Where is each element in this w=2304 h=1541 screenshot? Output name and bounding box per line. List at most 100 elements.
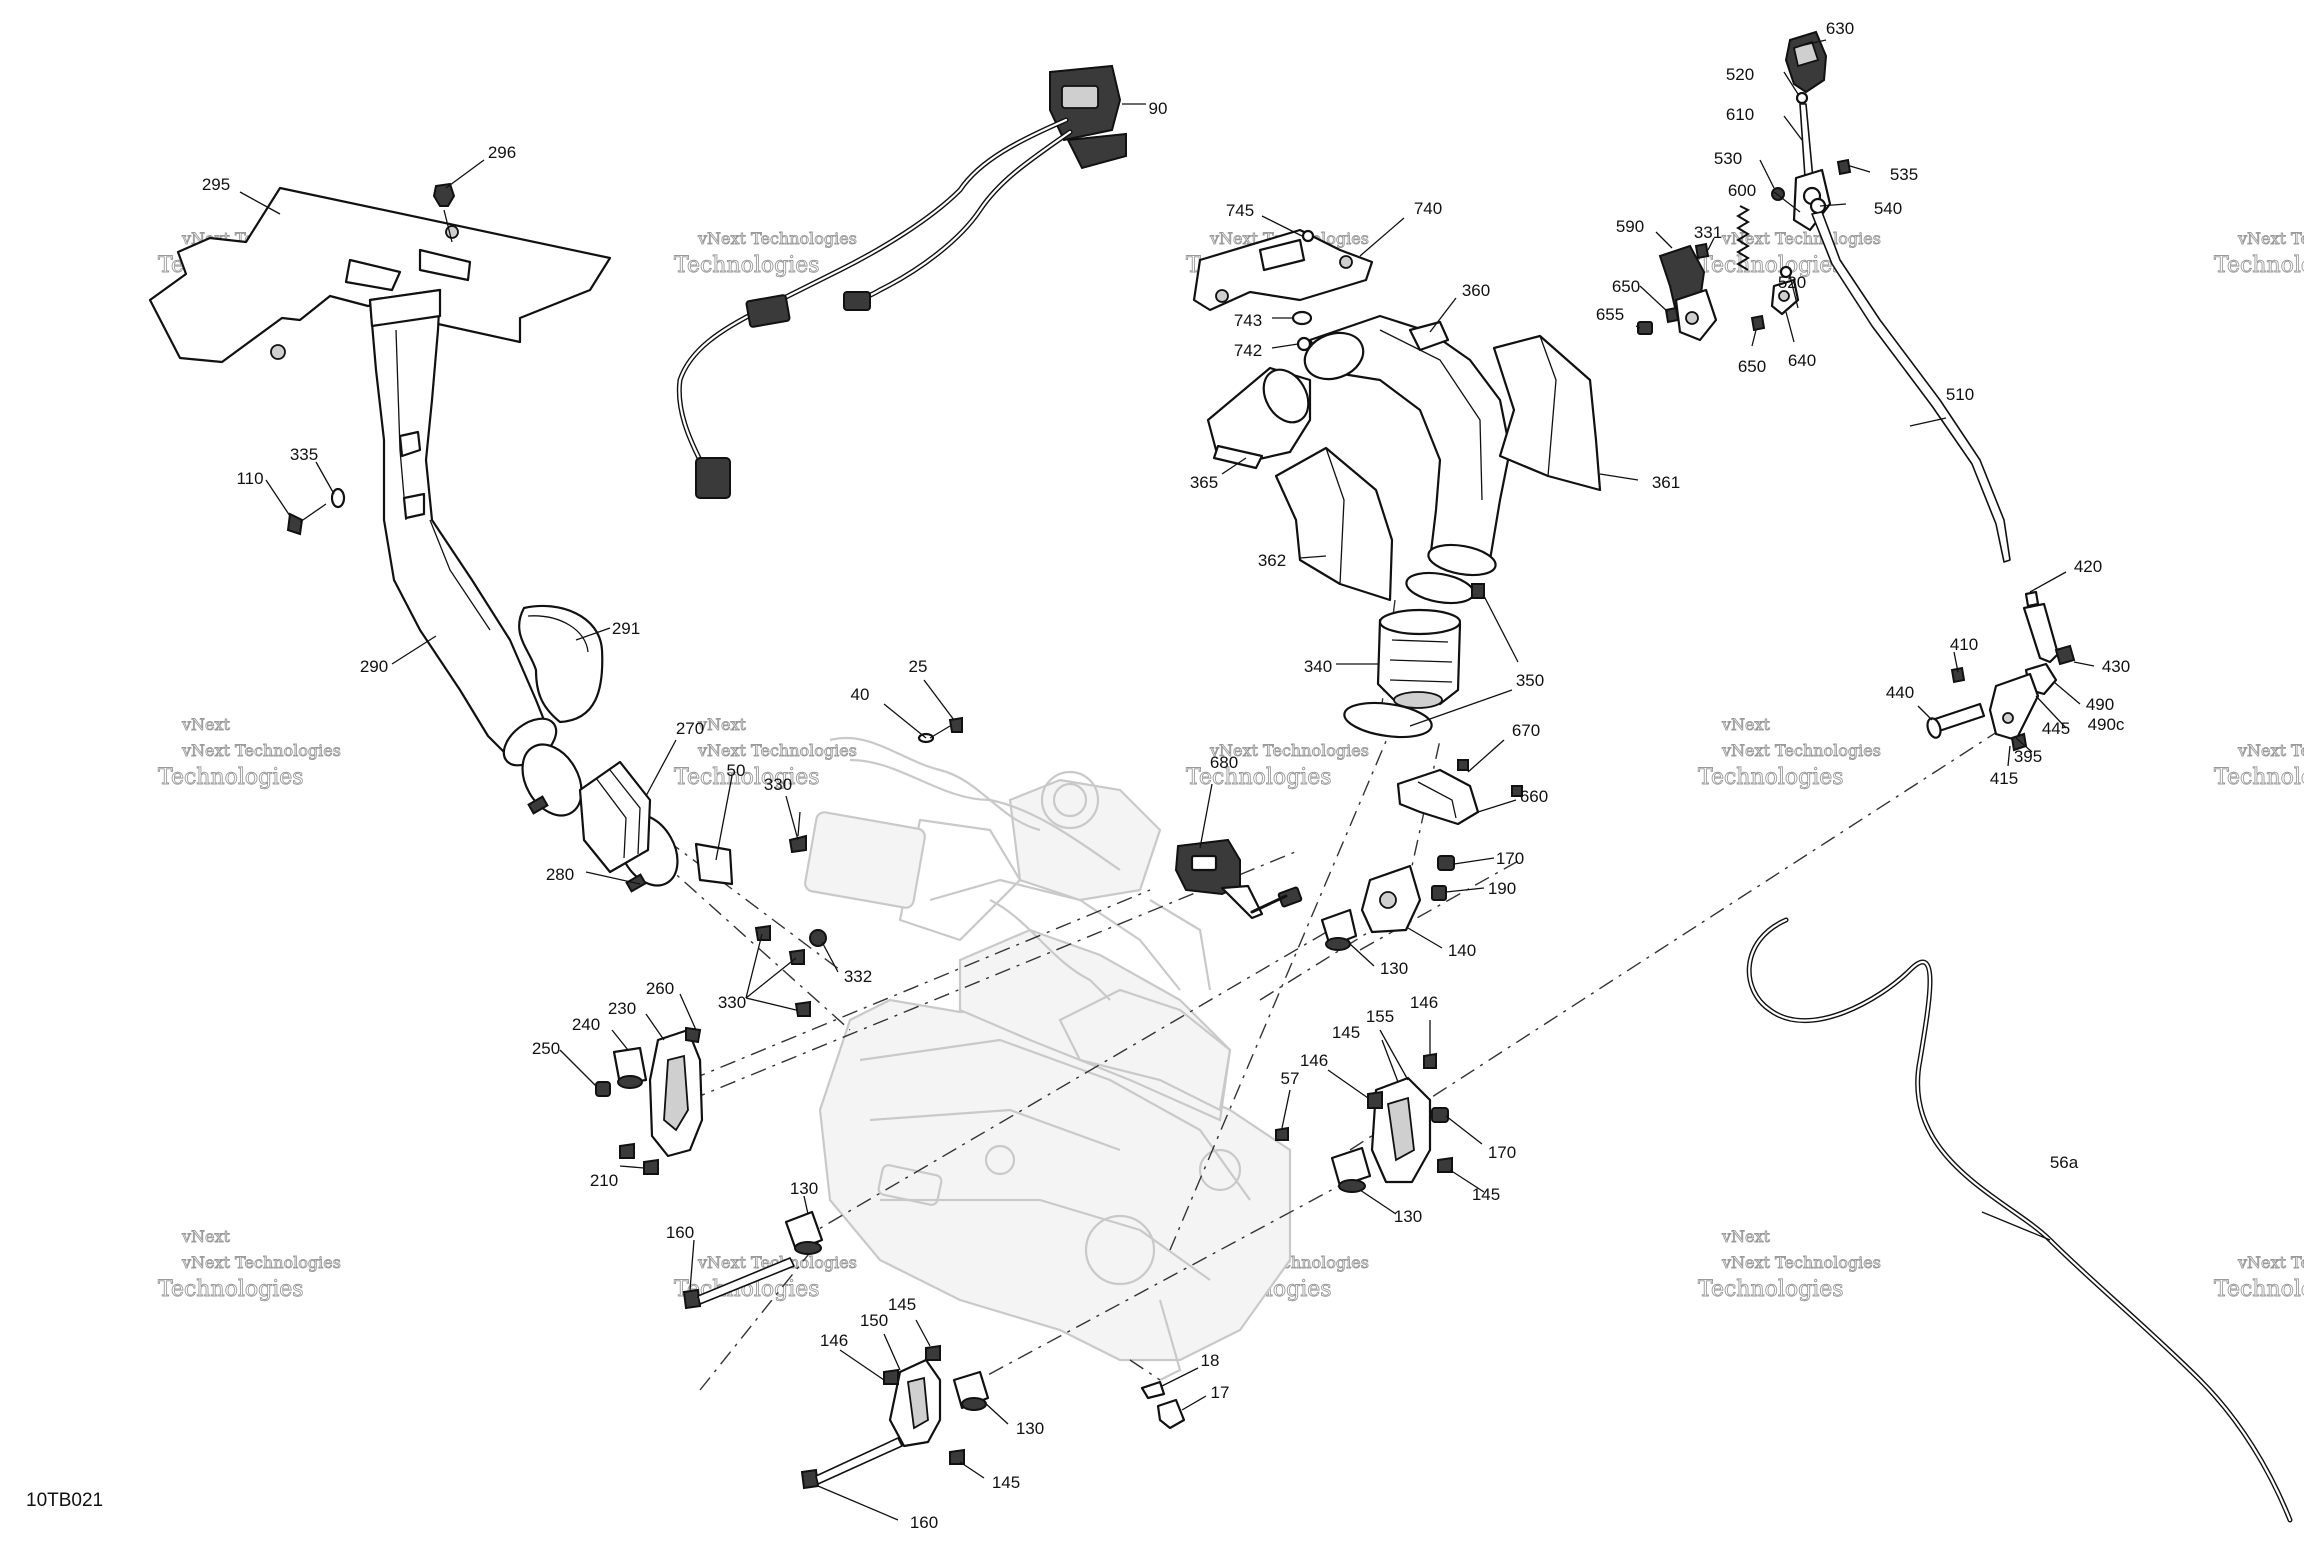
clamp-screw — [1471, 583, 1485, 599]
leader-line — [1349, 943, 1375, 967]
callout-146: 146 — [1410, 993, 1438, 1012]
part-332-nut — [809, 929, 827, 947]
leader-line — [1917, 705, 1933, 721]
leader-line — [611, 1029, 629, 1051]
leader-line — [2007, 745, 2011, 767]
part-160-bolt-lower — [800, 1437, 903, 1490]
callout-745: 745 — [1226, 201, 1254, 220]
bolt-shank — [797, 811, 801, 837]
callout-415: 415 — [1990, 769, 2018, 788]
guard-rib — [1417, 781, 1457, 819]
bolt-head — [1664, 306, 1680, 324]
leader-line — [1445, 1115, 1483, 1145]
bolt-head — [948, 716, 963, 733]
part-680-sensor — [1174, 838, 1303, 920]
leader-line — [391, 635, 437, 665]
heat-shield-left — [1274, 446, 1394, 602]
callout-350: 350 — [1516, 671, 1544, 690]
part-145-nut-bottom — [925, 1344, 965, 1465]
engine-crankcase-edge — [869, 1108, 1121, 1152]
bolt-head — [619, 1142, 635, 1159]
clip — [1140, 1380, 1166, 1400]
bolt-shank — [929, 725, 951, 739]
part-331-screw — [1694, 242, 1710, 260]
part-90-switch-harness — [676, 64, 1127, 499]
callout-130: 130 — [1380, 959, 1408, 978]
engine-drain — [1158, 1299, 1182, 1381]
watermark-text: vNext — [1721, 715, 1771, 734]
filter-top — [1378, 608, 1462, 636]
callout-410: 410 — [1950, 635, 1978, 654]
watermark-top-edge: vNext Technologies Technologies — [2214, 229, 2304, 279]
callout-56a: 56a — [2050, 1153, 2079, 1172]
callout-640: 640 — [1788, 351, 1816, 370]
ball-joint-stud — [1778, 290, 1790, 302]
watermark-bottom-right: vNext vNext Technologies Technologies — [1698, 1227, 1882, 1303]
callout-291: 291 — [612, 619, 640, 638]
duct-mount-tab — [402, 492, 426, 520]
callout-332: 332 — [844, 967, 872, 986]
part-520-nut-top — [1795, 91, 1809, 105]
engine-cover-boss — [1084, 1214, 1156, 1286]
callout-365: 365 — [1190, 473, 1218, 492]
callout-110: 110 — [236, 469, 263, 488]
part-361-heat-shield — [1492, 334, 1602, 492]
heat-shield-edge — [1325, 447, 1345, 585]
leader-line — [1299, 555, 1327, 559]
leader-line — [1381, 1039, 1399, 1083]
bolt-head — [1750, 314, 1766, 332]
callout-742: 742 — [1234, 341, 1262, 360]
leader-line — [1327, 1069, 1369, 1099]
filter-pleats — [1389, 639, 1453, 683]
engine-cylinder-head — [1058, 988, 1232, 1112]
leader-line — [1759, 159, 1775, 189]
leader-line — [445, 159, 485, 189]
nut — [1637, 321, 1653, 335]
hose-clamp-lower — [1343, 701, 1433, 739]
leader-line — [2073, 661, 2095, 667]
leader-line — [1751, 329, 1757, 347]
hose-clamp-upper — [521, 743, 583, 817]
watermark-mid-edge: vNext Technologies Technologies — [2214, 741, 2304, 791]
leader-line — [1161, 1367, 1199, 1387]
watermark-text: Technologies — [2214, 765, 2304, 790]
plenum-contour — [1379, 329, 1483, 501]
watermark-text: Technologies — [674, 253, 820, 278]
part-190-bolt — [1431, 885, 1447, 901]
alignment-line — [689, 849, 1301, 1101]
isolator-base — [794, 1241, 822, 1255]
part-430-rod-end — [2022, 602, 2076, 666]
callout-670: 670 — [1512, 721, 1540, 740]
engine-throttle-body — [1008, 778, 1162, 902]
harness-wire — [847, 129, 1073, 303]
callout-145: 145 — [888, 1295, 916, 1314]
leader-line — [1407, 927, 1443, 949]
callout-130: 130 — [1394, 1207, 1422, 1226]
screw-head — [1950, 666, 1966, 684]
callout-660: 660 — [1520, 787, 1548, 806]
part-670-screw — [1457, 759, 1523, 797]
nut — [809, 929, 827, 947]
part-655-nut — [1637, 321, 1653, 335]
engine-logo-plate — [877, 1164, 943, 1206]
scoop-contour — [527, 615, 589, 653]
leader-line — [619, 1165, 645, 1169]
callout-170: 170 — [1488, 1143, 1516, 1162]
leader-line — [803, 1195, 809, 1215]
callout-296: 296 — [488, 143, 516, 162]
harness-connector-small — [843, 291, 871, 311]
callout-40: 40 — [851, 685, 870, 704]
part-240-isolator — [612, 1046, 648, 1089]
leader-line — [585, 871, 641, 885]
nut — [1437, 1156, 1453, 1173]
callout-130: 130 — [1016, 1419, 1044, 1438]
bolt-head — [788, 834, 807, 854]
callout-420: 420 — [2074, 557, 2102, 576]
engine-harness-ghost — [849, 758, 1121, 871]
heat-shield-slot — [344, 258, 402, 292]
bolt-head — [682, 1288, 702, 1310]
part-290-intake-duct — [368, 288, 558, 767]
vent-hose — [1746, 917, 2293, 1523]
callout-743: 743 — [1234, 311, 1262, 330]
callout-362: 362 — [1258, 551, 1286, 570]
